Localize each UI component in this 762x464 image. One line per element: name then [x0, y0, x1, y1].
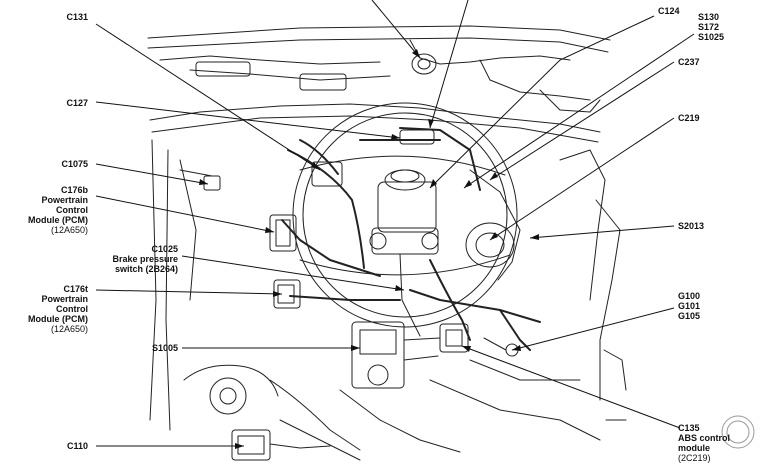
c176t-line-1: Powertrain [41, 294, 88, 304]
c176b-line-1: Powertrain [41, 195, 88, 205]
label-c131: C131 [66, 12, 88, 22]
c1025-line-1: Brake pressure [112, 254, 178, 264]
c176t-part-number: (12A650) [50, 324, 88, 334]
g100-label: G100 [678, 291, 701, 301]
c176t-id: C176t [63, 284, 88, 294]
c135-id: C135 [678, 423, 700, 433]
c135-line-2: module [678, 443, 711, 453]
label-s2013: S2013 [678, 221, 705, 231]
c135-part-number: (2C219) [678, 453, 711, 463]
g105-label: G105 [678, 311, 701, 321]
c176t-line-3: Module (PCM) [28, 314, 88, 324]
label-c176t: C176t Powertrain Control Module (PCM) (1… [12, 284, 88, 334]
label-s130-group: S130 S172 S1025 [698, 12, 724, 42]
c176b-part-number: (12A650) [50, 225, 88, 235]
label-c110: C110 [66, 441, 88, 451]
c1025-line-2: switch (2B264) [114, 264, 178, 274]
label-c176b: C176b Powertrain Control Module (PCM) (1… [12, 185, 88, 235]
label-ground-group: G100 G101 G105 [678, 291, 700, 321]
label-c1025: C1025 Brake pressure switch (2B264) [92, 244, 178, 274]
c176b-id: C176b [60, 185, 88, 195]
label-s1005: S1005 [151, 343, 178, 353]
c176b-line-3: Module (PCM) [28, 215, 88, 225]
label-c127: C127 [66, 98, 88, 108]
g101-label: G101 [678, 301, 701, 311]
label-c135: C135 ABS control module (2C219) [678, 423, 730, 463]
c176t-line-2: Control [56, 304, 88, 314]
c135-line-1: ABS control [678, 433, 731, 443]
label-c1075: C1075 [61, 159, 88, 169]
c1025-id: C1025 [151, 244, 178, 254]
c176b-line-2: Control [56, 205, 88, 215]
s1025-label: S1025 [698, 32, 725, 42]
label-c219: C219 [678, 113, 700, 123]
label-c237: C237 [678, 57, 700, 67]
s172-label: S172 [698, 22, 720, 32]
s130-label: S130 [698, 12, 720, 22]
label-c124: C124 [658, 6, 680, 16]
